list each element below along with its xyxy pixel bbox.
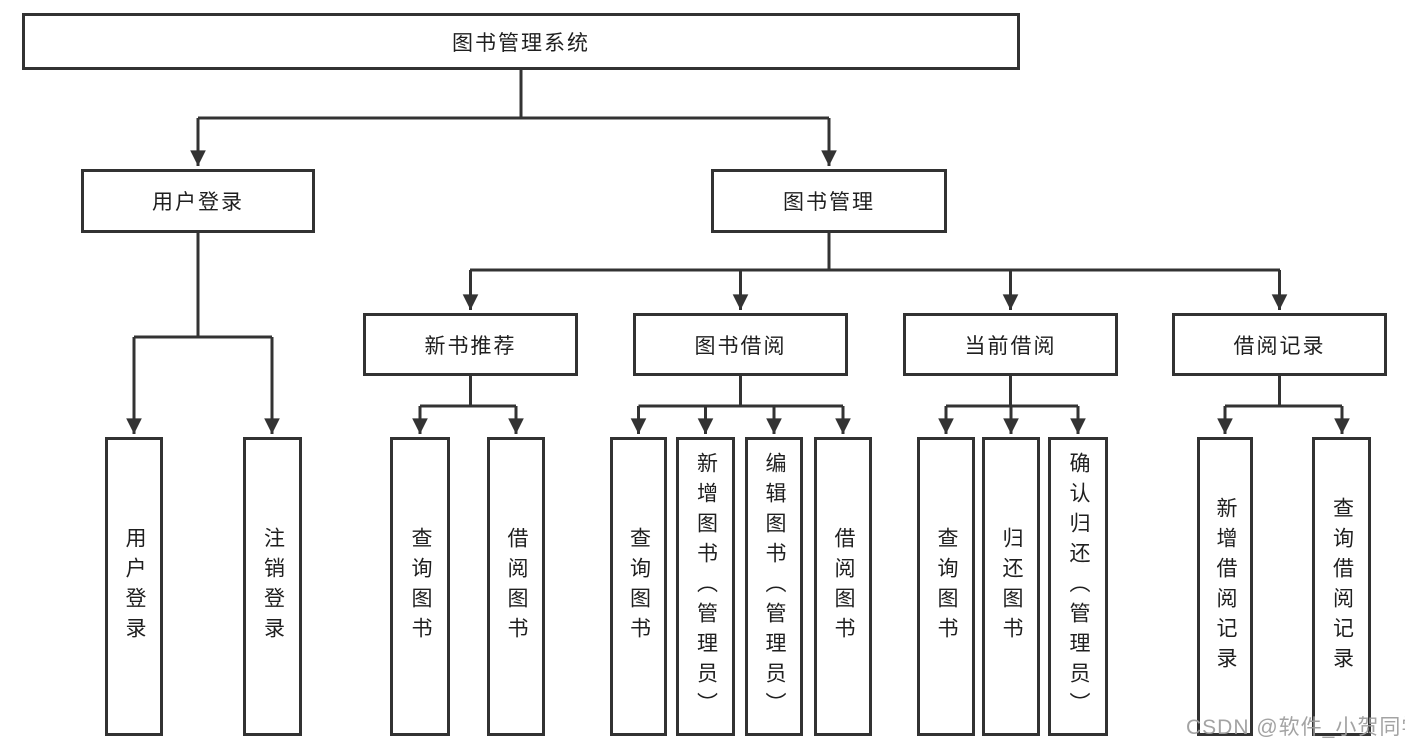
leaf-label: 借阅图书 xyxy=(505,526,528,647)
node-label: 新书推荐 xyxy=(424,334,517,358)
leaf-query-books-borrowing: 查询图书 xyxy=(610,437,667,736)
connector-book-borrow-rail xyxy=(638,376,843,408)
leaf-query-borrow-record: 查询借阅记录 xyxy=(1312,437,1371,736)
node-label: 图书借阅 xyxy=(694,334,787,358)
connector-new-book-rail xyxy=(420,376,516,408)
leaf-edit-books-admin: 编辑图书（管理员） xyxy=(745,437,803,736)
leaf-label: 查询借阅记录 xyxy=(1330,496,1354,677)
node-label: 图书管理系统 xyxy=(452,31,590,55)
leaf-label: 用户登录 xyxy=(123,526,146,647)
node-book-borrowing: 图书借阅 xyxy=(633,313,848,376)
node-label: 当前借阅 xyxy=(964,334,1057,358)
leaf-label: 编辑图书（管理员） xyxy=(763,451,786,722)
leaf-return-books: 归还图书 xyxy=(982,437,1040,736)
node-label: 图书管理 xyxy=(783,191,875,214)
connector-root-rail xyxy=(198,70,829,120)
node-current-borrowing: 当前借阅 xyxy=(903,313,1118,376)
csdn-watermark: CSDN @软件_小贺同学 xyxy=(1186,716,1405,739)
leaf-query-books-recommend: 查询图书 xyxy=(390,437,450,736)
leaf-add-books-admin: 新增图书（管理员） xyxy=(676,437,735,736)
leaf-label: 新增图书（管理员） xyxy=(694,451,718,722)
leaf-add-borrow-record: 新增借阅记录 xyxy=(1197,437,1253,736)
leaf-label: 查询图书 xyxy=(935,526,958,647)
node-user-login: 用户登录 xyxy=(81,169,315,233)
leaf-label: 查询图书 xyxy=(409,526,432,647)
leaf-borrow-books-recommend: 借阅图书 xyxy=(487,437,545,736)
connector-borrow-records-rail xyxy=(1225,376,1342,408)
leaf-query-books-current: 查询图书 xyxy=(917,437,975,736)
leaf-label: 归还图书 xyxy=(1000,526,1023,647)
node-library-management-system: 图书管理系统 xyxy=(22,13,1020,70)
node-borrowing-records: 借阅记录 xyxy=(1172,313,1387,376)
leaf-label: 确认归还（管理员） xyxy=(1067,451,1090,722)
node-book-management: 图书管理 xyxy=(711,169,947,233)
leaf-confirm-return-admin: 确认归还（管理员） xyxy=(1048,437,1108,736)
connector-current-borrow-rail xyxy=(946,376,1078,408)
leaf-logout: 注销登录 xyxy=(243,437,302,736)
node-label: 借阅记录 xyxy=(1233,334,1326,358)
connector-user-login-rail xyxy=(134,233,272,339)
leaf-user-login: 用户登录 xyxy=(105,437,163,736)
leaf-label: 借阅图书 xyxy=(832,526,855,647)
connector-book-management-rail xyxy=(470,233,1280,272)
leaf-label: 新增借阅记录 xyxy=(1214,496,1237,677)
node-new-book-recommendation: 新书推荐 xyxy=(363,313,578,376)
leaf-label: 注销登录 xyxy=(261,526,285,647)
leaf-label: 查询图书 xyxy=(627,526,651,647)
node-label: 用户登录 xyxy=(152,191,244,214)
leaf-borrow-books-borrowing: 借阅图书 xyxy=(814,437,872,736)
